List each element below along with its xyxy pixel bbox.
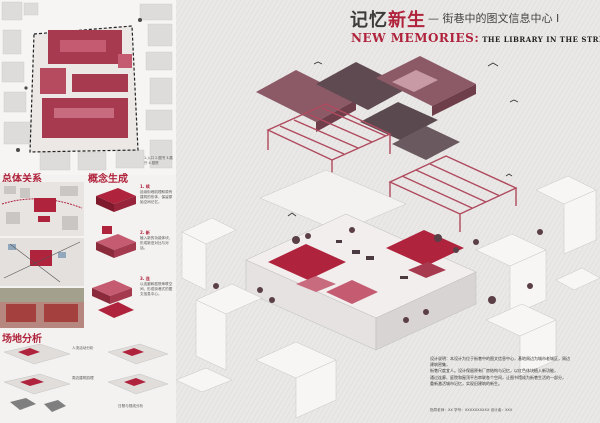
site-analysis — [3, 343, 169, 412]
overall-diagrams — [0, 182, 84, 328]
footer-credits: 指导老师：XX 学号：XXXXXXXXXX 设计者：XXX — [430, 408, 513, 412]
step2-num: 2. 新 — [140, 230, 150, 235]
step1-num: 1. 续 — [140, 184, 150, 189]
left-column: 1.入口 2.图书 3.展厅 4.庭院 总体关系 概念生成 场地分析 — [0, 0, 176, 423]
step3-num: 3. 连 — [140, 276, 150, 281]
step3-text: 以连廊和庭院串联空间，形成街巷式的图文信息中心。 — [140, 282, 173, 296]
title-chinese: 记忆新生 — [350, 10, 426, 31]
title-english: NEW MEMORIES: THE LIBRARY IN THE STREET — [351, 31, 600, 45]
step1-text: 延续街巷肌理和原有建筑的形体，保留原始空间记忆。 — [140, 190, 173, 204]
site-plan — [0, 0, 176, 175]
site-note-1: 人流活动分析 — [72, 346, 94, 350]
main-drawing-area — [176, 0, 600, 423]
overall-title: 总体关系 — [2, 174, 42, 185]
plan-legend: 1.入口 2.图书 3.展厅 4.庭院 — [144, 156, 173, 165]
site-note-3: 日照与视线分析 — [118, 404, 144, 408]
concept-title: 概念生成 — [88, 174, 128, 185]
site-title: 场地分析 — [2, 334, 42, 345]
design-description: 设计说明：本设计为位于街巷中的图文信息中心，基地周边为城市老城区，周边建筑密集，… — [430, 356, 570, 386]
site-note-2: 周边建筑肌理 — [72, 376, 94, 380]
concept-diagrams — [92, 188, 136, 318]
step2-text: 植入新的功能体块，形成新旧对比与对话。 — [140, 236, 173, 250]
axonometric-drawing — [176, 0, 600, 423]
title-subtitle: — 街巷中的图文信息中心 I — [428, 12, 560, 25]
